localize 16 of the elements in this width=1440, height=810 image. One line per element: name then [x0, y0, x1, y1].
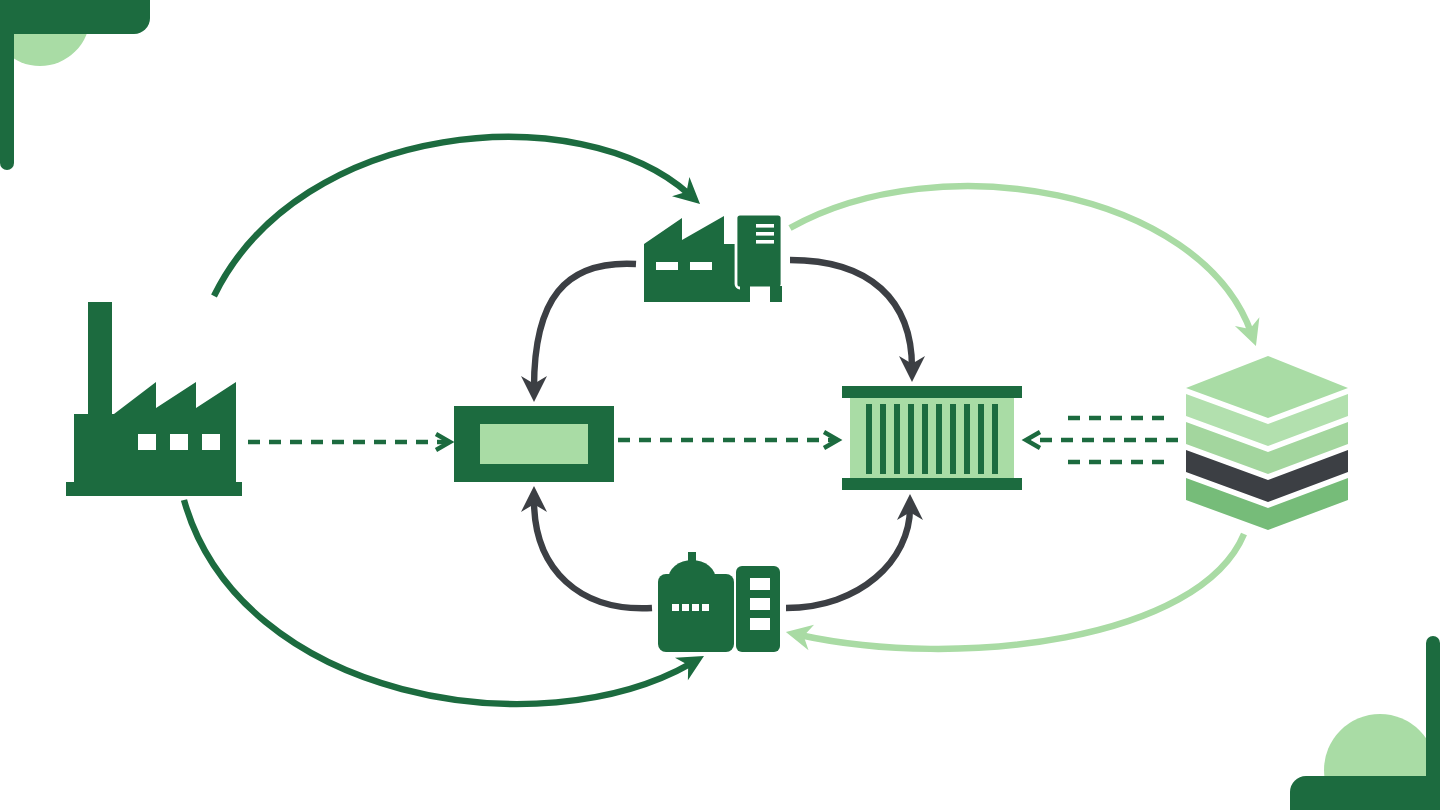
dashed-arrow — [618, 429, 841, 451]
dashed-arrow — [1023, 415, 1181, 465]
curved-arrow — [785, 494, 922, 612]
curved-arrow — [211, 134, 701, 298]
curved-arrow — [785, 532, 1247, 653]
dashed-arrow — [248, 431, 453, 453]
factory-icon — [66, 300, 244, 496]
generator-icon — [656, 550, 782, 652]
curved-arrow — [521, 260, 636, 403]
curved-arrow — [788, 182, 1258, 346]
process-box — [454, 406, 614, 482]
curved-arrow — [181, 498, 705, 707]
layer-stack-icon — [1182, 350, 1354, 530]
curved-arrow — [789, 256, 925, 382]
shipping-container-icon — [842, 386, 1022, 490]
curved-arrow — [521, 486, 652, 612]
